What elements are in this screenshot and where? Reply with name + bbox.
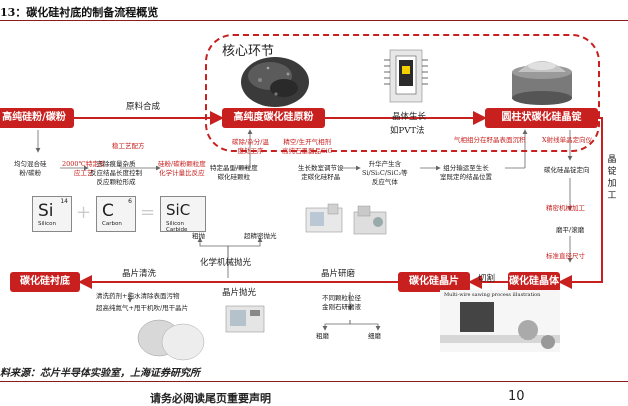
grinder-image: [353, 205, 387, 235]
polish-machine-image: [305, 203, 343, 233]
core-label: 核心环节: [222, 44, 275, 59]
note-process-formula: 稳工艺配方: [112, 142, 145, 150]
label-synthesis: 原料合成: [126, 102, 161, 112]
note-machining: 精密机械加工: [546, 204, 585, 212]
label-wafer-polish: 晶片抛光: [222, 288, 257, 298]
element-sic: SiC Silicon Carbide: [160, 196, 206, 233]
note-mix: 均匀混合硅 粉/碳粉: [14, 160, 47, 177]
plus-sign: +: [76, 202, 92, 223]
node-raw-powder: 高纯度碳化硅原粉: [222, 108, 325, 128]
wafer-image-b: [161, 323, 205, 361]
note-vapor: 精空/生开气相剂 高纯石墨器品SiC: [282, 138, 333, 155]
note-dry: 超高纯氮气+甩干机吹/甩干晶片: [96, 304, 189, 312]
note-transport: 组分输运至生长 室既定的结晶位置: [440, 164, 492, 181]
footer-disclaimer: 请务必阅读尾页重要声明: [150, 392, 271, 405]
node-powder: 高纯硅粉/碳粉: [0, 108, 74, 128]
note-orient: 碳化硅晶锭定向: [544, 166, 590, 174]
title-divider: [0, 20, 628, 21]
cleaner-image: [225, 305, 265, 333]
source-note: 料来源：芯片半导体实验室，上海证券研究所: [0, 368, 200, 379]
note-fine-grind: 细磨: [368, 332, 381, 340]
label-rough-polish: 粗抛: [192, 232, 205, 240]
node-ingot: 圆柱状碳化硅晶锭: [485, 108, 598, 128]
node-wafer: 碳化硅晶片: [398, 272, 470, 292]
label-cut: 切割: [478, 274, 496, 284]
pvt-furnace-image: [384, 49, 428, 103]
label-wafer-clean: 晶片清洗: [122, 269, 157, 279]
label-fine-polish: 超精密抛光: [244, 232, 277, 240]
element-si: 14 Si Silicon: [32, 196, 72, 232]
source-divider: [0, 381, 628, 382]
note-purify: 碳除/杂分/温 度处工序: [232, 138, 269, 155]
arrow-ingot-proc: [558, 117, 603, 289]
label-ingot-proc: 晶锭加工: [607, 155, 617, 201]
node-crystal: 碳化硅晶体: [508, 272, 560, 292]
label-chem-polish: 化学机械抛光: [200, 258, 252, 268]
figure-title: 13：碳化硅衬底的制备流程概览: [0, 6, 159, 19]
wire-saw-caption: Multi-wire sawing process illustration: [444, 292, 541, 298]
equals-sign: =: [140, 202, 156, 223]
core-frame: [205, 34, 600, 152]
label-growth: 晶体生长: [392, 112, 427, 122]
note-seed: 生长数室调节设 定碳化硅籽晶: [298, 164, 344, 181]
label-pvt: 如PVT法: [390, 126, 425, 136]
note-diameter: 标准直径尺寸: [546, 252, 585, 260]
note-remove-impurity: 去除痕量杂质 反应结晶长度控制 反应颗粒形成: [90, 160, 142, 186]
note-crystal-form: 特定晶型/颗粒度 碳化硅颗粒: [210, 164, 258, 181]
note-clean-chem: 清洗药剂+纯水清除表面污物: [96, 292, 180, 300]
page-number: 10: [508, 389, 525, 404]
note-diamond-slurry: 不同颗粒粒径 金刚石研磨液: [322, 294, 361, 311]
note-deposit: 气相组分在籽晶表面沉积: [454, 136, 526, 144]
sic-ingot-image: [512, 61, 572, 105]
note-sublimation: 升华产生含 Si/Si₂C/SiC₂等 反应气体: [362, 160, 408, 186]
note-particle-size: 硅粉/碳粉颗粒度 化学计量比反应: [158, 160, 206, 177]
sic-powder-image: [241, 57, 309, 107]
note-xray: X射线单晶定向仪: [542, 136, 593, 144]
note-grinding-flat: 磨平/滚磨: [556, 226, 585, 234]
note-rough-grind: 粗磨: [316, 332, 329, 340]
node-substrate: 碳化硅衬底: [10, 272, 80, 292]
wire-saw-image: [440, 290, 560, 352]
note-2000c: 2000℃特定反 应工艺: [62, 160, 106, 177]
element-c: 6 C Carbon: [96, 196, 136, 232]
label-wafer-grind: 晶片研磨: [321, 269, 356, 279]
